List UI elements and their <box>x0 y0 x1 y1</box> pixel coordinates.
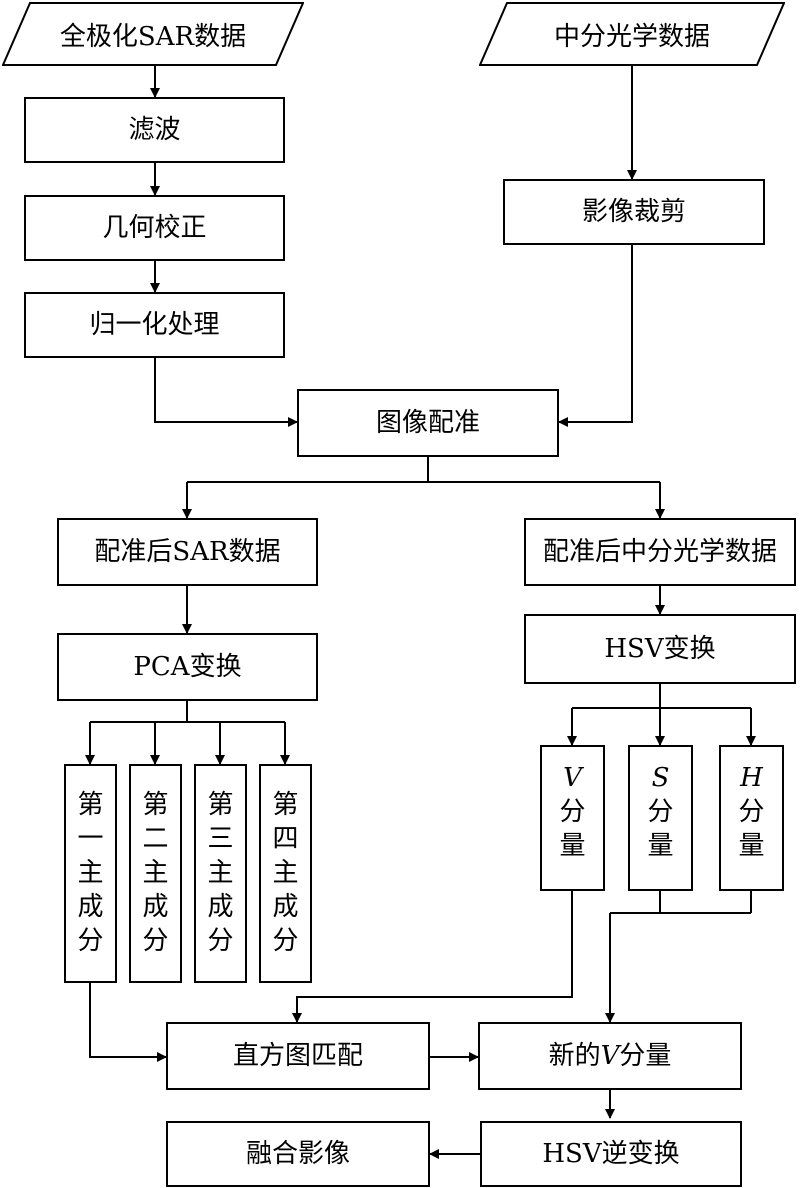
hsv-h-component: H 分量 <box>719 745 784 891</box>
registered-optical-data: 配准后中分光学数据 <box>524 518 796 586</box>
input-sar-data: 全极化SAR数据 <box>2 2 304 66</box>
image-crop-step: 影像裁剪 <box>503 179 765 245</box>
parallelogram-shape <box>479 2 785 66</box>
filter-step: 滤波 <box>24 97 285 163</box>
pca-component-1-label: 第一主成分 <box>77 790 104 956</box>
v-component-label: 分量 <box>559 797 586 861</box>
v-symbol: V <box>563 763 582 793</box>
parallelogram-shape <box>2 2 304 66</box>
h-symbol: H <box>740 763 763 793</box>
pca-component-2-label: 第二主成分 <box>142 790 169 956</box>
histogram-matching-step: 直方图匹配 <box>166 1022 430 1090</box>
arrow-normalize-to-registration <box>154 357 298 427</box>
geometric-correction-step: 几何校正 <box>24 195 285 261</box>
pca-component-4: 第四主成分 <box>259 764 312 983</box>
normalization-step: 归一化处理 <box>24 292 285 358</box>
new-v-symbol: V <box>600 1041 620 1071</box>
hsv-s-component: S 分量 <box>628 745 693 891</box>
input-optical-data: 中分光学数据 <box>479 2 785 66</box>
new-v-prefix: 新的 <box>548 1041 601 1071</box>
pca-component-4-label: 第四主成分 <box>272 790 299 956</box>
s-symbol: S <box>651 763 670 793</box>
pca-component-3: 第三主成分 <box>194 764 247 983</box>
s-component-label: 分量 <box>647 797 674 861</box>
hsv-v-component: V 分量 <box>540 745 605 891</box>
hsv-transform-step: HSV变换 <box>524 614 796 684</box>
arrow-crop-to-registration <box>558 245 633 427</box>
inverse-hsv-transform-step: HSV逆变换 <box>480 1121 742 1187</box>
pca-component-1: 第一主成分 <box>64 764 117 983</box>
arrow-v-to-histogram <box>292 891 573 1023</box>
input-optical-label: 中分光学数据 <box>553 21 710 52</box>
h-component-label: 分量 <box>738 797 765 861</box>
registered-sar-data: 配准后SAR数据 <box>57 518 318 586</box>
arrow-pc1-to-histogram <box>89 983 167 1062</box>
image-registration-step: 图像配准 <box>297 389 559 457</box>
pca-component-3-label: 第三主成分 <box>207 790 234 956</box>
fused-image-output: 融合影像 <box>166 1121 430 1187</box>
new-v-suffix: 分量 <box>619 1041 672 1071</box>
input-sar-label: 全极化SAR数据 <box>59 21 247 52</box>
pca-component-2: 第二主成分 <box>129 764 182 983</box>
pca-transform-step: PCA变换 <box>57 633 318 701</box>
